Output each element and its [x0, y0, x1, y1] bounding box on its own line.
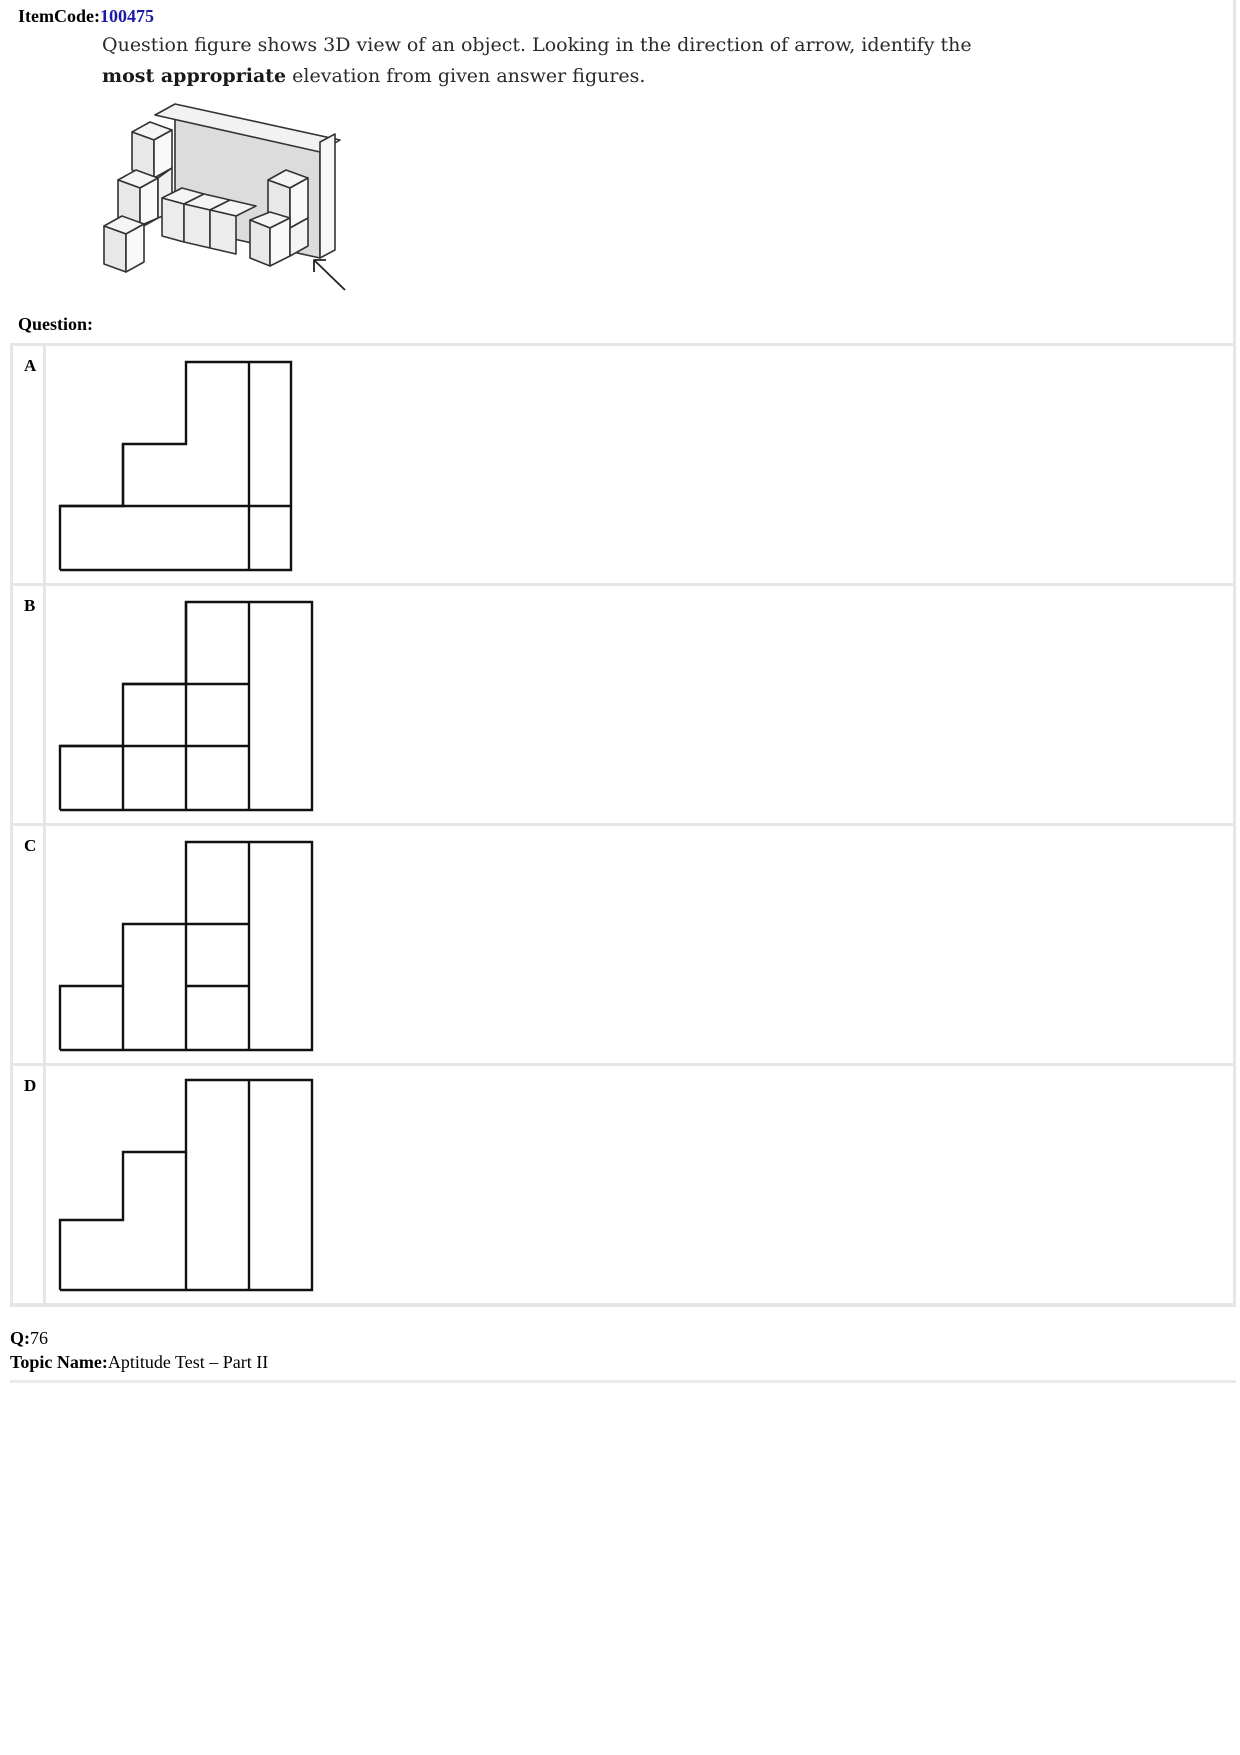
question-text: Question figure shows 3D view of an obje… — [102, 30, 1002, 92]
question-label: Question: — [18, 314, 94, 334]
option-letter-d: D — [24, 1076, 37, 1095]
question-number-label: Q: — [10, 1328, 30, 1348]
question-line-1: Question figure shows 3D view of an obje… — [102, 34, 972, 56]
question-line-2-rest: elevation from given answer figures. — [286, 65, 646, 87]
option-answer-cell — [46, 1066, 1236, 1303]
option-b-figure — [58, 600, 314, 812]
topic-name-value: Aptitude Test – Part II — [107, 1352, 269, 1372]
option-letter-b: B — [24, 596, 36, 615]
option-row-b[interactable]: B — [10, 583, 1236, 823]
option-answer-cell — [46, 586, 1236, 823]
option-letter-cell: B — [10, 586, 46, 823]
question-block-bottom-border — [10, 1303, 1236, 1307]
option-row-a[interactable]: A — [10, 343, 1236, 583]
option-letter-cell: C — [10, 826, 46, 1063]
option-row-d[interactable]: D — [10, 1063, 1236, 1303]
option-c-figure — [58, 840, 314, 1052]
question-number-value: 76 — [30, 1328, 48, 1348]
option-row-c[interactable]: C — [10, 823, 1236, 1063]
option-d-figure — [58, 1078, 314, 1292]
option-a-figure — [58, 360, 293, 572]
topic-divider — [10, 1380, 1236, 1383]
question-emphasis: most appropriate — [102, 65, 287, 87]
question-3d-figure — [103, 103, 346, 291]
option-letter-a: A — [24, 356, 37, 375]
question-number: Q:76 — [10, 1328, 48, 1349]
item-code-value: 100475 — [99, 6, 154, 26]
option-answer-cell — [46, 826, 1236, 1063]
option-letter-cell: A — [10, 346, 46, 583]
question-block: ItemCode:100475 Question figure shows 3D… — [10, 0, 1236, 1322]
option-answer-cell — [46, 346, 1236, 583]
topic-name: Topic Name:Aptitude Test – Part II — [10, 1352, 268, 1373]
question-line-2: most appropriate elevation from given an… — [102, 61, 1002, 92]
question-header: ItemCode:100475 Question figure shows 3D… — [10, 0, 1236, 345]
option-letter-c: C — [24, 836, 37, 855]
item-code-label: ItemCode: — [18, 6, 100, 26]
option-letter-cell: D — [10, 1066, 46, 1303]
item-code: ItemCode:100475 — [18, 6, 154, 27]
topic-name-label: Topic Name: — [10, 1352, 108, 1372]
